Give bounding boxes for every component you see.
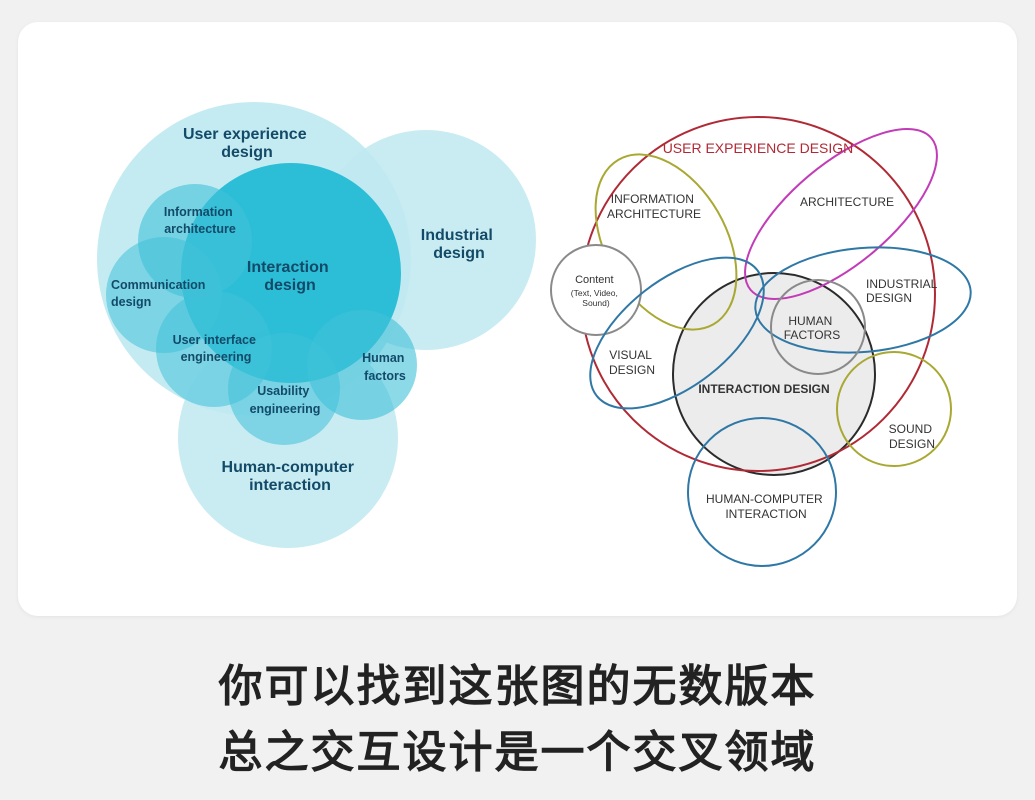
shape-architecture [744,128,938,300]
label-human-factors: Human factors [362,351,408,383]
venn-diagrams: User experience design Industrial design… [97,102,972,567]
caption-line-1: 你可以找到这张图的无数版本 [218,661,817,712]
label-user-interface-engineering: User interface engineering [173,333,260,364]
shape-industrial-design [754,246,972,354]
label-interaction-design: Interaction design [247,259,333,294]
shape-human-computer-interaction [687,417,837,567]
shape-content [550,244,642,336]
label-architecture-caps: ARCHITECTURE [800,195,894,209]
caption-line-2: 总之交互设计是一个交叉领域 [218,727,817,778]
label-information-architecture-caps: INFORMATION ARCHITECTURE [607,192,701,221]
label-interaction-design-caps: INTERACTION DESIGN [698,382,829,396]
diagram-card: User experience design Industrial design… [18,22,1017,616]
label-user-experience-design: User experience design [183,126,311,161]
label-industrial-design-caps: INDUSTRIAL DESIGN [866,277,940,305]
label-information-architecture: Information architecture [164,205,236,236]
shape-interaction-design [672,272,876,476]
label-usability-engineering: Usability engineering [250,384,321,416]
label-sound-design-caps: SOUND DESIGN [889,422,936,451]
label-ux-design-caps: USER EXPERIENCE DESIGN [663,140,854,156]
left-labels: User experience design Industrial design… [111,126,497,494]
label-industrial-design: Industrial design [421,227,497,262]
shape-human-factors [770,279,866,375]
label-visual-design-caps: VISUAL DESIGN [609,348,655,377]
right-venn-diagram [550,116,972,567]
label-human-computer-interaction-caps: HUMAN-COMPUTER INTERACTION [706,492,826,521]
shape-visual-design [589,256,765,410]
shape-sound-design [836,351,952,467]
label-human-computer-interaction: Human-computer interaction [222,459,359,494]
right-labels: USER EXPERIENCE DESIGN INFORMATION ARCHI… [571,140,940,521]
left-venn-diagram [97,102,536,548]
label-content: Content (Text, Video, Sound) [571,272,621,308]
label-human-factors-caps: HUMAN FACTORS [784,314,840,342]
label-communication-design: Communication design [111,278,209,309]
circle-human-factors [307,310,417,420]
